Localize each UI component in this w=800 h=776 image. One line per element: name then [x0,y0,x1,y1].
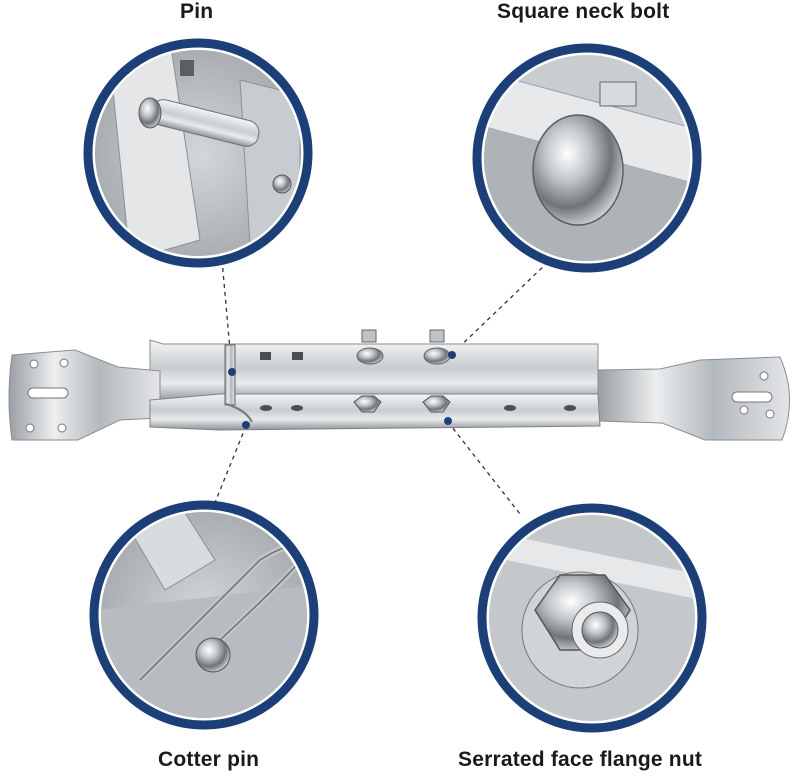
bracket-assembly [8,329,790,441]
closeup-pin [83,38,313,268]
closeup-cotter-pin [89,500,319,730]
callout-label-pin: Pin [180,0,214,23]
callout-dot-nut [444,417,452,425]
leader-line-flange-nut [447,421,521,515]
callout-label-square-neck-bolt: Square neck bolt [497,0,670,23]
leader-line-pin [221,259,233,373]
callout-label-serrated-face-flange-nut: Serrated face flange nut [458,748,703,771]
closeup-square-neck-bolt [472,43,702,273]
callout-dot-pin [228,368,236,376]
closeup-flange-nut [477,503,707,733]
callout-label-cotter-pin: Cotter pin [158,748,260,771]
leader-line-square-neck-bolt [451,261,549,355]
leader-lines [213,259,549,515]
callout-dot-cotter-pin [242,421,250,429]
callout-dot-bolt [448,351,456,359]
leader-line-cotter-pin [213,425,247,506]
